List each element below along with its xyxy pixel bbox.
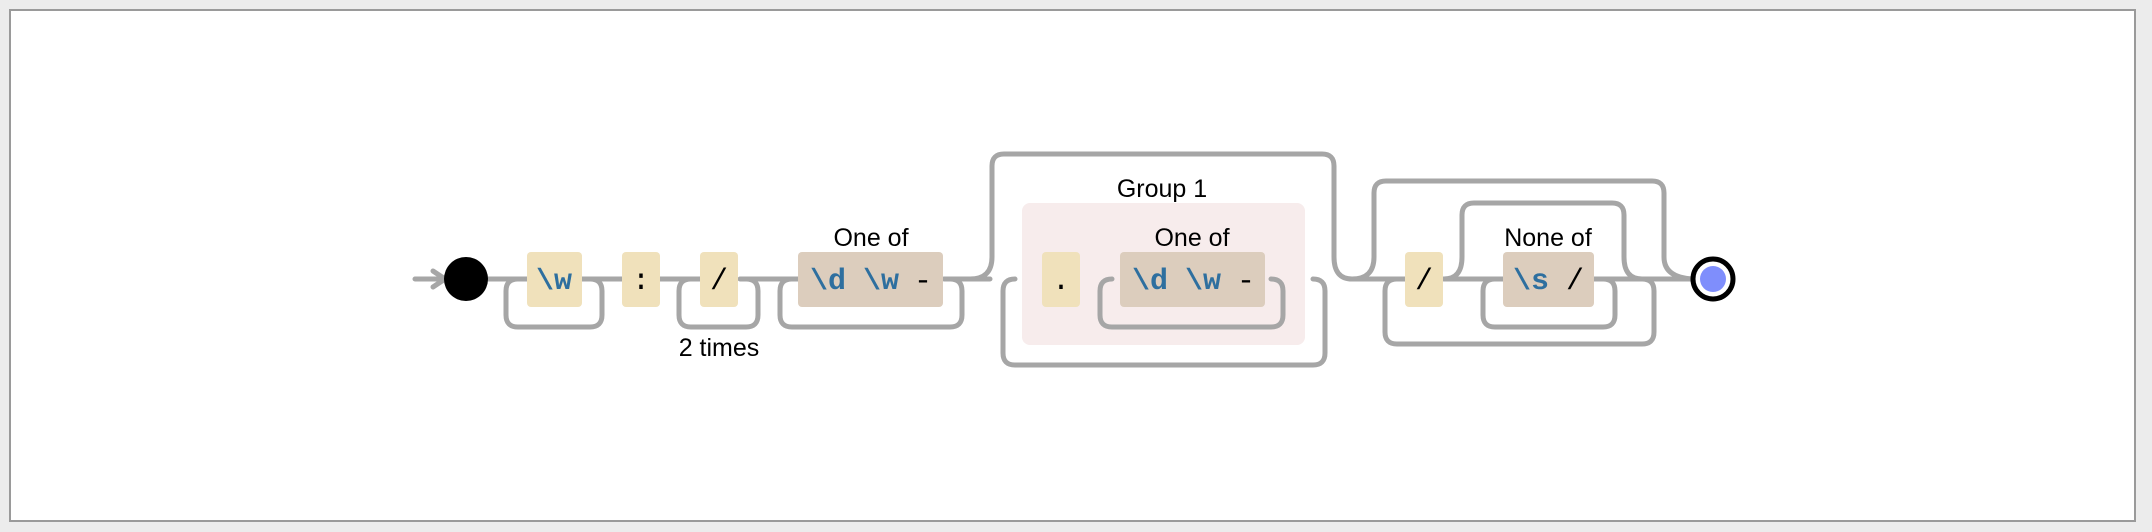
group-repeat-loop: [1000, 276, 1328, 368]
word-escape-text-1: \w: [536, 265, 572, 299]
colon-text: :: [632, 265, 650, 299]
slash-box-1: [700, 252, 738, 307]
one-of-label-2: One of: [1154, 224, 1229, 252]
end-node: [1700, 266, 1726, 292]
slash-text-2: /: [1415, 265, 1433, 299]
space-escape-text: \s: [1513, 265, 1549, 299]
dot-box: [1042, 252, 1080, 307]
none-of-repeat-loop: [1480, 276, 1618, 330]
dash-text-2: -: [1237, 265, 1255, 299]
one-of-label-1: One of: [833, 224, 908, 252]
repeat-label: 2 times: [679, 334, 760, 362]
none-of-label: None of: [1504, 224, 1592, 252]
slash-box-2: [1405, 252, 1443, 307]
start-node: [444, 257, 488, 301]
start-arrow: [414, 268, 448, 290]
loop-one-of-2: [1097, 276, 1286, 330]
tail-skip-rail: [1349, 178, 1700, 282]
one-of-box-1: [798, 252, 943, 307]
loop-word-1: [503, 276, 605, 330]
dash-text-1: -: [914, 265, 932, 299]
colon-box: [622, 252, 660, 307]
none-of-skip-rail: [1441, 200, 1645, 282]
word-escape-text-3: \w: [1185, 265, 1221, 299]
one-of-box-2: [1120, 252, 1265, 307]
none-of-box: [1503, 252, 1594, 307]
slash-text-1: /: [710, 265, 728, 299]
group-label: Group 1: [1117, 175, 1207, 203]
digit-escape-text-1: \d: [810, 265, 846, 299]
slash-text-3: /: [1566, 265, 1584, 299]
word-escape-box-1: [527, 252, 582, 307]
loop-slash-repeat: [676, 276, 761, 330]
group-skip-rail: [967, 151, 1355, 282]
loop-one-of-1: [777, 276, 965, 330]
digit-escape-text-2: \d: [1132, 265, 1168, 299]
word-escape-text-2: \w: [863, 265, 899, 299]
tail-repeat-loop: [1382, 276, 1657, 347]
dot-text: .: [1052, 265, 1070, 299]
